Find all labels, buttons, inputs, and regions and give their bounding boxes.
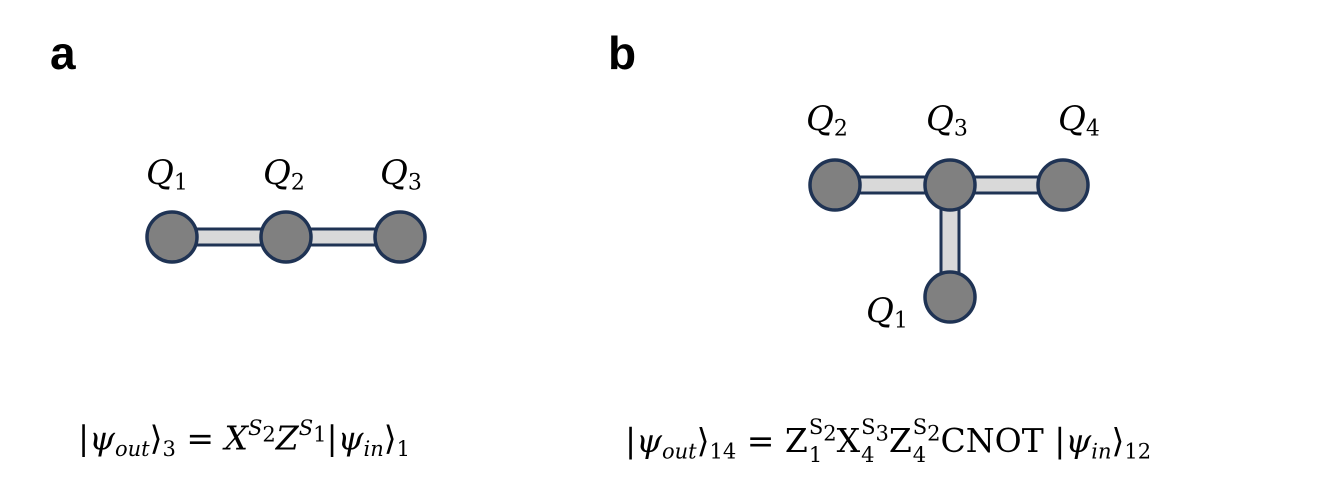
qubit-label-a-3: Q3: [380, 153, 422, 196]
qubit-label-b-2: Q2: [806, 99, 848, 142]
panel-b-label: b: [608, 27, 637, 79]
qubit-label-a-1: Q1: [146, 153, 188, 196]
bond-q1-q2: [188, 227, 272, 247]
qubit-b-2: [808, 158, 862, 212]
qubit-a-2: [259, 210, 313, 264]
bond-q2-q3-b: [848, 175, 937, 195]
qubit-label-b-4: Q4: [1058, 99, 1100, 142]
qubit-b-3: [923, 158, 977, 212]
qubit-a-3: [373, 210, 427, 264]
qubit-a-1: [145, 210, 199, 264]
qubit-b-4: [1036, 158, 1090, 212]
equation-a: |ψout⟩3 = XS2ZS1|ψin⟩1: [78, 416, 410, 461]
qubit-label-b-3: Q3: [926, 99, 968, 142]
qubit-label-a-2: Q2: [263, 153, 305, 196]
graph-b: [808, 158, 1090, 324]
qubit-b-1: [923, 270, 977, 324]
panel-a-label: a: [50, 27, 76, 79]
qubit-label-b-1: Q1: [866, 291, 908, 334]
chain-a: [145, 210, 427, 264]
bond-q2-q3: [303, 227, 387, 247]
